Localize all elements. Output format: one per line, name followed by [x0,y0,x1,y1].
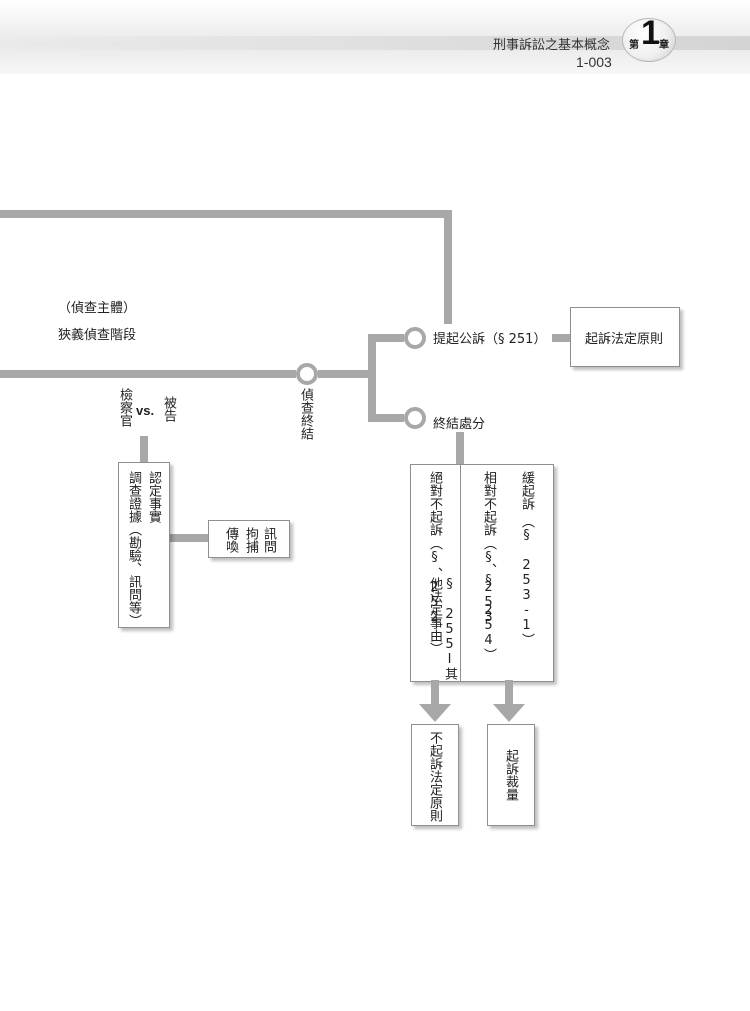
find-facts-text: 認定事實 [146,471,161,523]
branch-upper-arm [368,334,404,342]
relative-ref-separator: 、 [481,563,496,576]
narrow-stage-label: 狹義偵查階段 [58,328,137,343]
absolute-non-prosecution-title: 絕對不起訴 [427,471,442,536]
investigation-end-node [296,363,318,385]
main-horizontal-line [0,370,296,378]
indictment-node [404,327,426,349]
non-prosecution-principle-text: 不起訴法定原則 [427,731,442,822]
prosecutor-label: 檢察官 [117,388,132,427]
versus-label: vs. [136,403,155,418]
non-prosecution-principle-box: 不起訴法定原則 [411,724,459,826]
parties-vertical-line [140,436,148,462]
option-divider [460,465,461,681]
indictment-principle-box: 起訴法定原則 [570,307,680,367]
arrest-text: 拘捕 [243,527,258,553]
section-title: 刑事訴訟之基本概念 [492,38,610,53]
interrogate-text: 訊問 [261,527,276,553]
chapter-suffix: 章 [659,40,669,51]
investigate-evidence-text: 調查證據（勘驗、訊問等） [126,471,141,627]
chapter-badge [622,18,676,62]
right-arrow-shaft [505,680,513,706]
deferred-ref-253-1: （§ 253-1） [519,515,534,646]
absolute-ref-252: （§ 252 [427,537,442,625]
indictment-label: 提起公訴（§ 251） [433,332,547,347]
indictment-connector [552,334,570,342]
chapter-number: 1 [641,14,660,52]
closing-node [404,407,426,429]
upper-vertical-drop [444,210,452,324]
left-arrow-shaft [431,680,439,706]
main-to-branch-line [318,370,374,378]
left-arrow-head [419,704,451,722]
measures-connector [170,534,208,542]
relative-non-prosecution-title: 相對不起訴 [481,471,496,536]
header-stripe [0,36,750,50]
right-arrow-head [493,704,525,722]
page-number: 1-003 [576,54,612,70]
relative-ref-254: § 254） [481,573,496,661]
upper-horizontal-line [0,210,452,218]
compulsory-measures-box: 訊問 拘捕 傳喚 [208,520,290,558]
absolute-ref-separator: 、 [427,567,442,580]
closing-disposition-label: 終結處分 [433,417,486,432]
prosecution-discretion-box: 起訴裁量 [487,724,535,826]
absolute-ref-255: § 255Ⅰ其他法定事由） [427,577,457,680]
closing-vertical-line [456,432,464,464]
deferred-prosecution-title: 緩起訴 [519,471,534,510]
investigation-activities-box: 認定事實 調查證據（勘驗、訊問等） [118,462,170,628]
summon-text: 傳喚 [223,527,238,553]
branch-lower-arm [368,414,404,422]
defendant-label: 被告 [161,396,176,422]
relative-ref-253: （§ 253 [481,537,496,625]
indictment-principle-text: 起訴法定原則 [585,332,664,347]
branch-vertical-line [368,334,376,422]
disposition-options-box: 絕對不起訴 （§ 252 、 § 255Ⅰ其他法定事由） 相對不起訴 （§ 25… [410,464,554,682]
investigation-subject-label: （偵查主體） [58,301,137,316]
chapter-prefix: 第 [629,40,639,51]
investigation-end-label: 偵查終結 [298,388,313,440]
prosecution-discretion-text: 起訴裁量 [503,749,518,801]
